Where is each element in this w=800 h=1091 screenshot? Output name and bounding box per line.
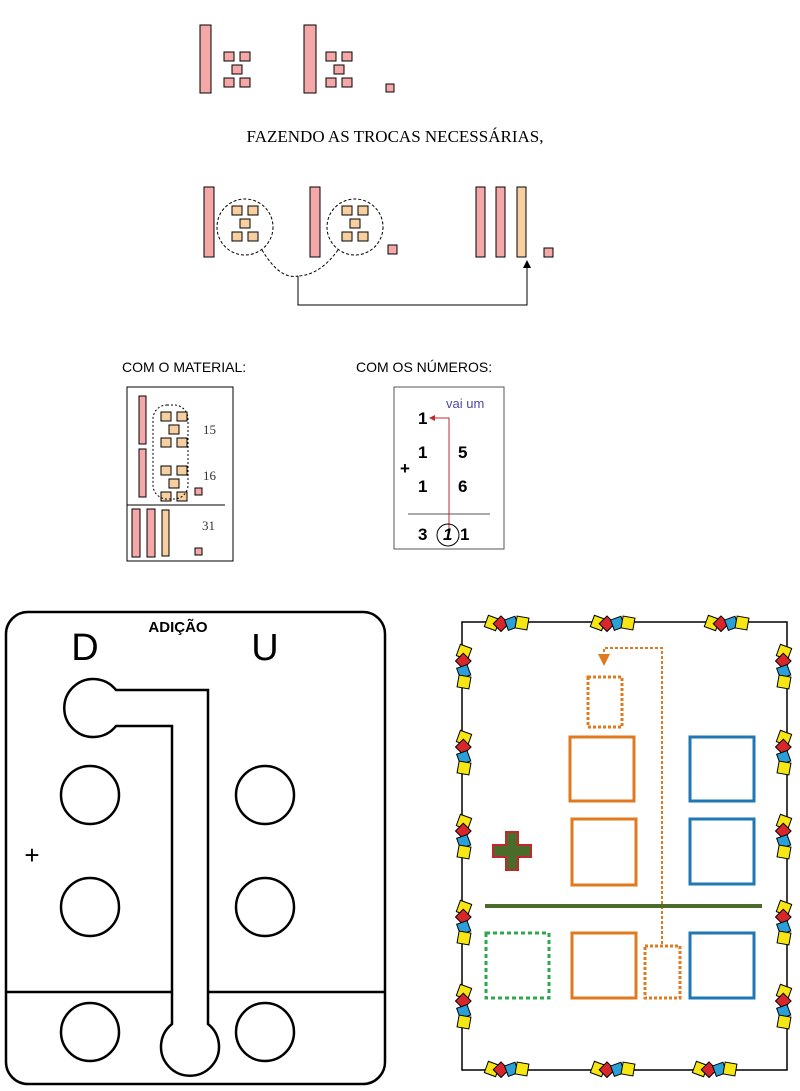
result-crossed-carry: 1 [443,525,452,544]
initial-blocks [199,24,395,94]
board-plus-sign: + [24,840,39,870]
addition-board [4,610,387,1086]
plus-cross-icon [492,831,532,871]
carry-label: vai um [446,396,484,411]
numbers-panel [393,386,505,550]
a-tens: 1 [418,443,427,462]
a-units: 5 [458,443,467,462]
exchange-blocks [203,186,554,306]
numbers-title: COM OS NÚMEROS: [356,359,492,375]
board-title: ADIÇÃO [148,618,207,636]
material-title: COM O MATERIAL: [122,359,246,375]
plus-sign: + [400,459,410,478]
tens-column-label: D [71,627,98,669]
exchange-caption: FAZENDO AS TROCAS NECESSÁRIAS, [247,127,544,146]
material-n2: 16 [203,468,217,483]
material-result: 31 [202,518,215,533]
b-units: 6 [458,477,467,496]
result-units: 1 [460,525,469,544]
color-addition-board [455,614,793,1078]
material-n1: 15 [203,422,216,437]
b-tens: 1 [418,477,427,496]
units-column-label: U [251,627,278,669]
material-panel [126,386,234,562]
result-tens: 3 [418,525,427,544]
carry-digit: 1 [418,409,427,428]
